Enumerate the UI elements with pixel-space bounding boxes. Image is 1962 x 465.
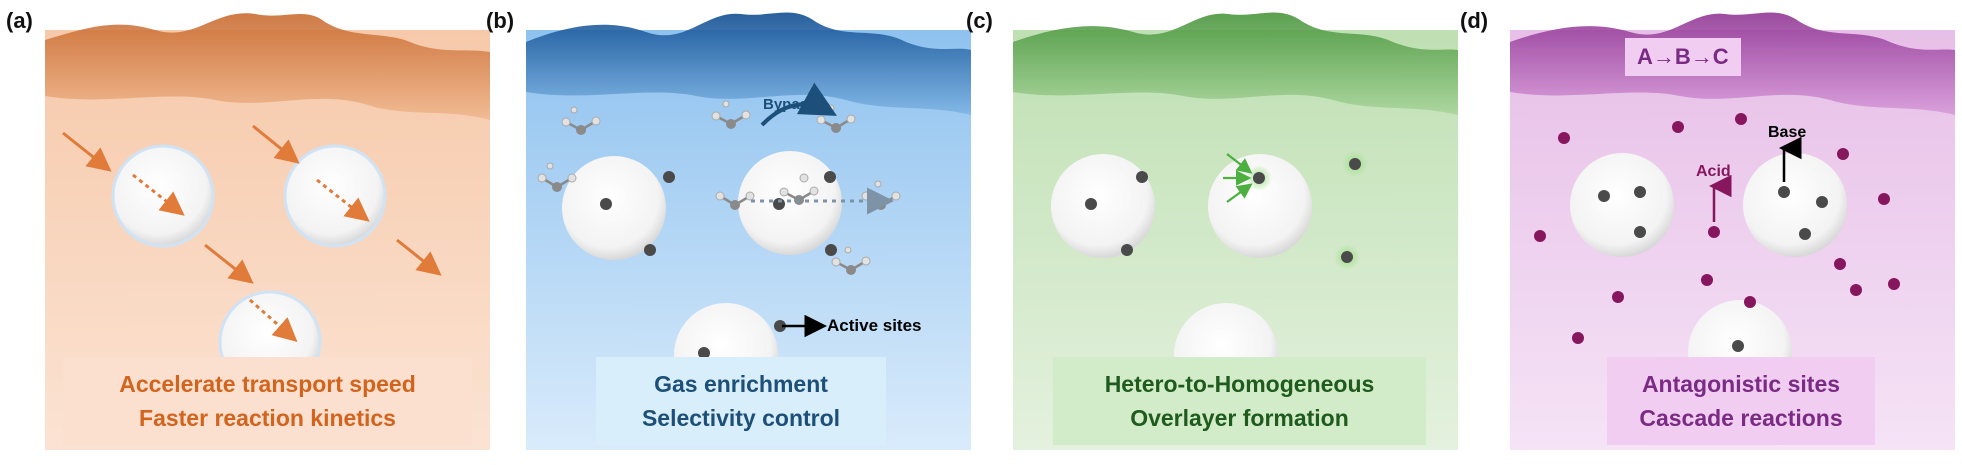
panel-a-caption-line-2: Faster reaction kinetics	[139, 405, 396, 431]
panel-a: Accelerate transport speed Faster reacti…	[45, 0, 490, 450]
panel-a-caption: Accelerate transport speed Faster reacti…	[63, 357, 472, 445]
panel-b-caption: Gas enrichment Selectivity control	[596, 357, 886, 445]
panel-b-label: (b)	[486, 8, 515, 33]
base-label: Base	[1768, 124, 1807, 141]
acid-label: Acid	[1696, 163, 1731, 180]
panel-c-caption-line-1: Hetero-to-Homogeneous	[1104, 371, 1375, 397]
panel-c-label: (c)	[966, 8, 993, 33]
panel-b-caption-line-2: Selectivity control	[641, 405, 841, 431]
panel-d-caption-line-2: Cascade reactions	[1639, 405, 1843, 431]
cascade-label: A→B→C	[1625, 38, 1741, 76]
panel-c-caption-line-2: Overlayer formation	[1130, 405, 1349, 431]
panel-d-caption-line-1: Antagonistic sites	[1641, 371, 1841, 397]
panel-b: Bypass Active sites Gas enrichment Selec…	[526, 0, 971, 450]
active-sites-label: Active sites	[827, 316, 922, 335]
panel-a-label: (a)	[6, 8, 33, 33]
bypass-label: Bypass	[763, 96, 817, 113]
panel-d: A→B→C Acid Base Antagonistic sites Casca…	[1510, 0, 1955, 450]
panel-c-caption: Hetero-to-Homogeneous Overlayer formatio…	[1053, 357, 1426, 445]
panel-c: Hetero-to-Homogeneous Overlayer formatio…	[1013, 0, 1458, 450]
panel-d-caption: Antagonistic sites Cascade reactions	[1607, 357, 1875, 445]
panel-b-caption-line-1: Gas enrichment	[654, 371, 828, 397]
panel-d-label: (d)	[1460, 8, 1489, 33]
panel-a-caption-line-1: Accelerate transport speed	[119, 371, 416, 397]
